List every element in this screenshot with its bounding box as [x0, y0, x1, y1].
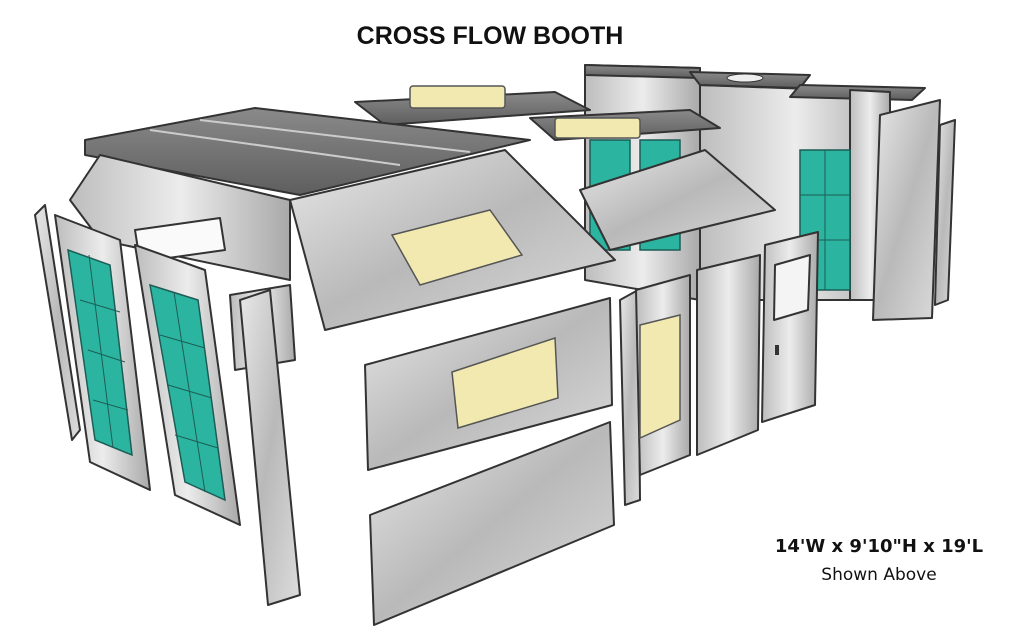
- right-sloped-panel: [579, 149, 776, 251]
- sloped-light-fixture: [390, 209, 524, 286]
- roof-light-fixture: [554, 117, 641, 139]
- roof-light-fixture: [409, 85, 506, 109]
- roof-panels: [84, 85, 721, 196]
- front-upper-wall: [364, 297, 613, 471]
- diagram-title: CROSS FLOW BOOTH: [356, 22, 624, 50]
- personnel-door: [761, 231, 819, 423]
- left-side-panel: [34, 204, 81, 441]
- shown-above-note: Shown Above: [821, 565, 937, 585]
- side-light-panel: [619, 274, 691, 506]
- rear-end-panel: [872, 99, 956, 321]
- front-lower-wall: [369, 421, 615, 626]
- double-door-left: [54, 214, 151, 491]
- left-front-panel: [239, 289, 301, 606]
- double-door-right: [134, 244, 241, 526]
- wall-light-fixture: [451, 336, 559, 429]
- right-wall-panel: [696, 254, 761, 456]
- booth-dimensions: 14'W x 9'10"H x 19'L: [774, 536, 984, 557]
- front-sloped-panel: [289, 149, 616, 331]
